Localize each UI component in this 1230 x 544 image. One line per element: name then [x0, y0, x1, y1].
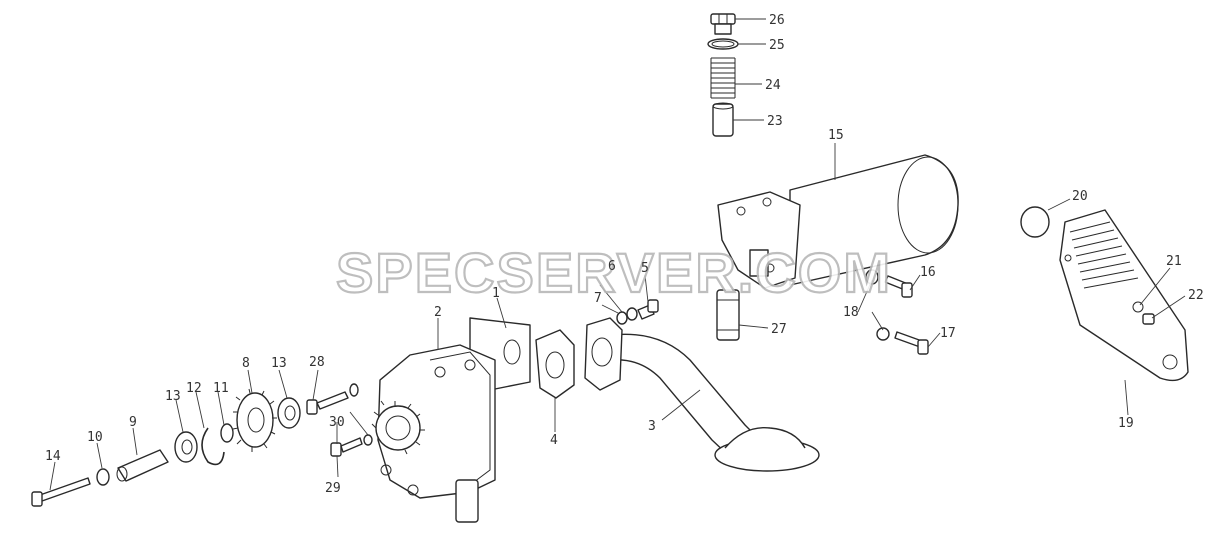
callout-16: 16	[920, 265, 936, 280]
bolt-28	[306, 383, 359, 415]
washer-bolt-5-6-7	[616, 299, 659, 325]
callout-12: 12	[186, 381, 202, 396]
callout-29: 29	[325, 481, 341, 496]
gasket-4	[535, 329, 575, 399]
bolt-16	[865, 269, 913, 298]
callout-22: 22	[1188, 288, 1204, 303]
callout-6: 6	[608, 259, 616, 274]
bolt-17	[876, 327, 929, 355]
piston-23	[712, 102, 734, 137]
shaft-9	[116, 449, 169, 482]
callout-13-left: 13	[165, 389, 181, 404]
ring-11	[220, 423, 234, 443]
callout-3: 3	[648, 419, 656, 434]
callout-2: 2	[434, 305, 442, 320]
spring-24	[710, 57, 736, 99]
gear-8	[232, 388, 277, 452]
pipe-flange-1	[584, 317, 623, 391]
washer-30	[363, 434, 373, 446]
callout-18: 18	[843, 305, 859, 320]
callout-25: 25	[769, 38, 785, 53]
plug-26	[710, 13, 736, 35]
callout-26: 26	[769, 13, 785, 28]
bolt-29	[330, 437, 363, 457]
callout-19: 19	[1118, 416, 1134, 431]
bearing-13b	[174, 431, 198, 463]
callout-30: 30	[329, 415, 345, 430]
callout-11: 11	[213, 381, 229, 396]
ring-10	[96, 468, 110, 486]
oil-pump-body-2	[371, 317, 531, 523]
seal-ring-25	[707, 38, 739, 50]
callout-15: 15	[828, 128, 844, 143]
callout-13-top: 13	[271, 356, 287, 371]
callout-20: 20	[1072, 189, 1088, 204]
callout-labels: 26 25 24 23 15 20 21 22 19 16 17 18 27 3…	[45, 13, 1204, 496]
circlip-12	[201, 427, 225, 466]
callout-9: 9	[129, 415, 137, 430]
suction-pipe-3	[611, 333, 820, 472]
callout-4: 4	[550, 433, 558, 448]
callout-10: 10	[87, 430, 103, 445]
callout-24: 24	[765, 78, 781, 93]
fitting-27	[716, 289, 740, 341]
callout-23: 23	[767, 114, 783, 129]
callout-28: 28	[309, 355, 325, 370]
leader-lines	[49, 18, 1186, 491]
bearing-13a	[277, 397, 301, 429]
watermark-text: SPECSERVER.COM	[336, 241, 892, 304]
callout-14: 14	[45, 449, 61, 464]
callout-5: 5	[641, 261, 649, 276]
callout-1: 1	[492, 286, 500, 301]
bolt-14	[31, 477, 91, 507]
callout-21: 21	[1166, 254, 1182, 269]
callout-17: 17	[940, 326, 956, 341]
oil-cooler-19	[1059, 209, 1189, 382]
filter-housing-15	[717, 154, 959, 289]
seal-ring-20	[1020, 206, 1050, 238]
callout-7: 7	[594, 291, 602, 306]
callout-27: 27	[771, 322, 787, 337]
bolt-22	[1142, 313, 1155, 325]
callout-8: 8	[242, 356, 250, 371]
